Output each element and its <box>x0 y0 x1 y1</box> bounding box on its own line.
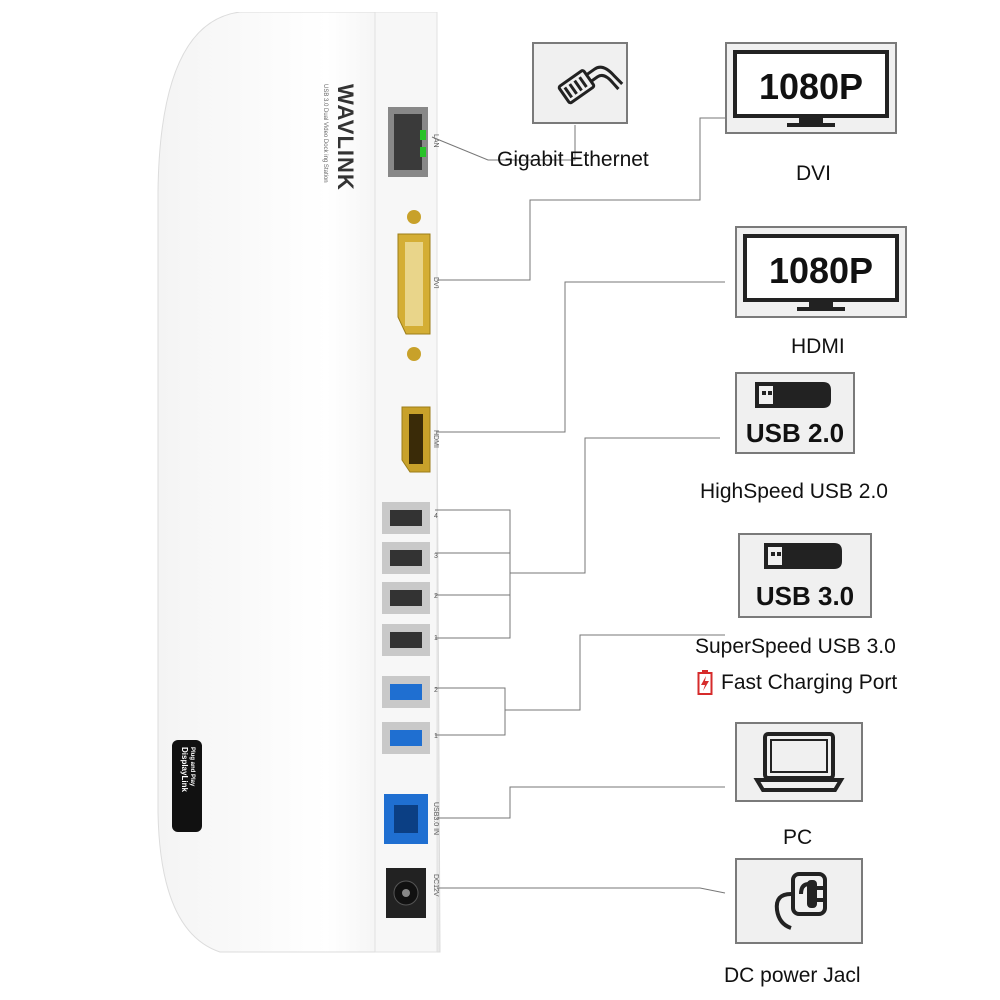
usb3-bracket-line <box>435 687 506 736</box>
usb3-leader-line <box>505 634 725 711</box>
hdmi-resolution: 1080P <box>769 250 873 291</box>
usb3-in-port <box>384 794 428 844</box>
hdmi-port <box>401 406 431 473</box>
hdmi-icon-box: 1080P <box>735 226 907 318</box>
dvi-leader-line <box>437 117 725 281</box>
docking-station: WAVLINK USB 3.0 Dual Video Dock ing Stat… <box>150 11 445 962</box>
usb2-leader-line <box>510 437 720 574</box>
usb2-icon-box: USB 2.0 <box>735 372 855 454</box>
power-plug-icon <box>774 872 827 930</box>
dc-icon-box <box>735 858 863 944</box>
brand-logo: WAVLINK <box>333 84 358 191</box>
dvi-label: DVI <box>432 277 439 289</box>
dvi-resolution: 1080P <box>759 66 863 107</box>
usb3-box-text: USB 3.0 <box>756 581 854 611</box>
badge-line1: DisplayLink <box>180 747 189 792</box>
fast-charging-caption: Fast Charging Port <box>721 671 898 694</box>
usb-stick-icon: USB 2.0 <box>746 382 844 448</box>
usb3-number-2: 2 <box>434 687 438 694</box>
usb-number-1: 1 <box>434 635 438 642</box>
ethernet-caption: Gigabit Ethernet <box>497 148 649 171</box>
dvi-port <box>397 210 431 361</box>
dc-label: DC12V <box>432 874 439 897</box>
brand-subtitle: USB 3.0 Dual Video Dock ing Station <box>322 84 328 183</box>
pc-caption: PC <box>783 826 813 849</box>
dvi-icon-box: 1080P <box>725 42 897 134</box>
usb-number-3: 3 <box>434 553 438 560</box>
lan-label: LAN <box>432 134 439 148</box>
usb-number-4: 4 <box>434 513 438 520</box>
usb2-caption: HighSpeed USB 2.0 <box>700 480 888 503</box>
hdmi-caption: HDMI <box>791 335 845 358</box>
pc-icon-box <box>735 722 863 802</box>
usb-number-2: 2 <box>434 593 438 600</box>
monitor-icon: 1080P <box>743 234 899 311</box>
usb2-ports <box>382 502 430 656</box>
ethernet-icon-box <box>532 42 628 124</box>
usb3-caption: SuperSpeed USB 3.0 <box>695 635 896 658</box>
usb-stick-icon: USB 3.0 <box>756 543 854 611</box>
usb2-bracket-line <box>435 509 511 639</box>
dc-leader-line <box>437 887 726 894</box>
badge-line2: Plug and Play <box>189 747 195 787</box>
charging-battery-icon <box>697 670 713 696</box>
dc-caption: DC power Jacl <box>724 964 861 987</box>
dvi-caption: DVI <box>796 162 832 185</box>
ethernet-cable-icon <box>557 65 624 105</box>
usb3-icon-box: USB 3.0 <box>738 533 872 618</box>
hdmi-label: HDMI <box>432 430 439 448</box>
usb3-number-1: 1 <box>434 733 438 740</box>
usb3-ports <box>382 676 430 754</box>
displaylink-badge <box>172 740 202 832</box>
dc-jack <box>386 868 426 918</box>
laptop-icon <box>753 732 845 792</box>
hdmi-leader-line <box>437 281 725 433</box>
monitor-icon: 1080P <box>733 50 889 127</box>
docking-station-illustration: WAVLINK USB 3.0 Dual Video Dock ing Stat… <box>157 11 441 953</box>
usb2-box-text: USB 2.0 <box>746 418 844 448</box>
pc-leader-line <box>437 786 725 819</box>
usb3-in-label: USB3.0 IN <box>432 802 439 835</box>
lan-port <box>388 107 428 177</box>
